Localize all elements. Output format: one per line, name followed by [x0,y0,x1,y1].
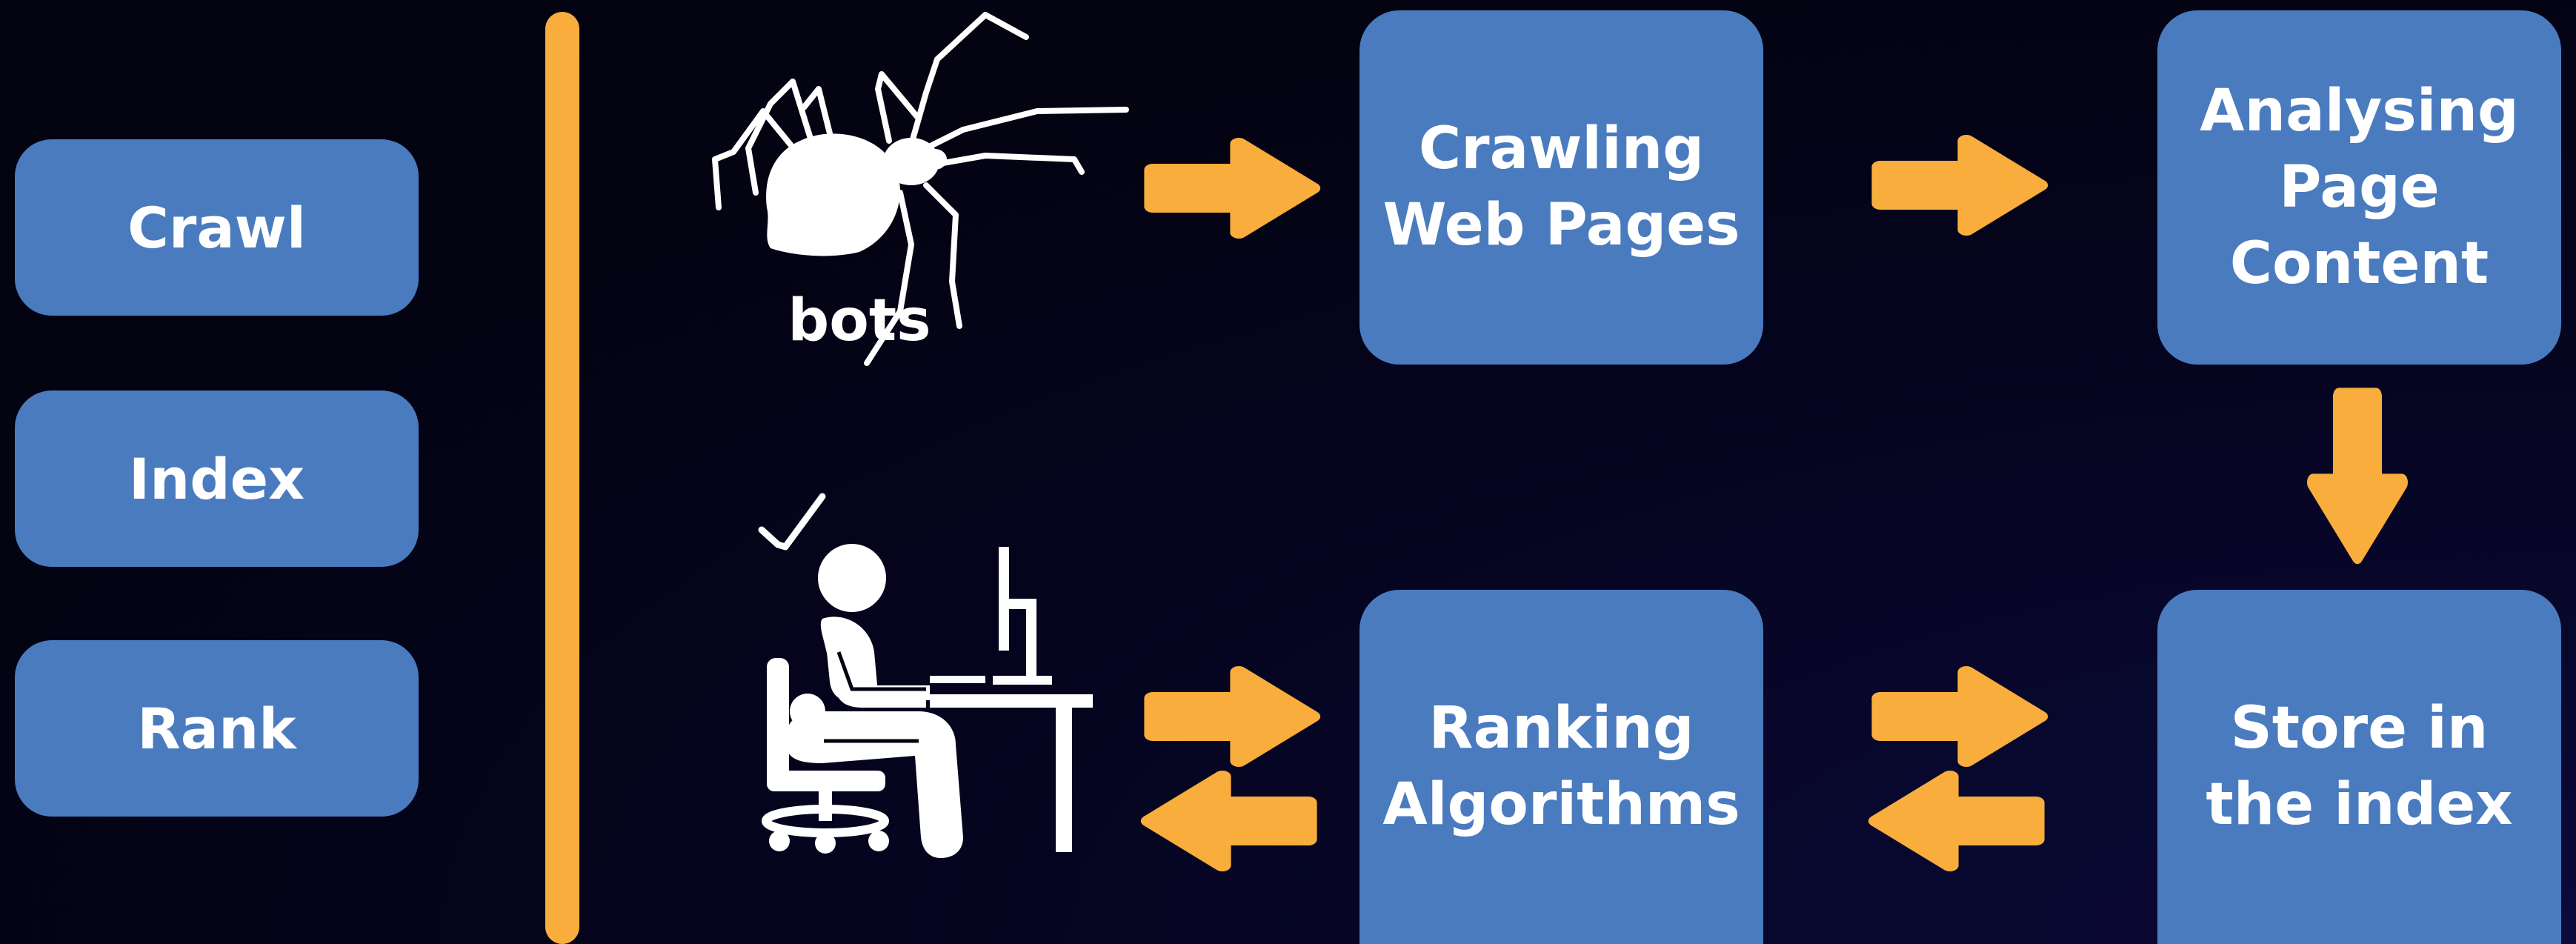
analysing-page-content-label: Analysing Page Content [2200,77,2519,297]
rank-step-label: Rank [137,695,296,762]
crawl-step-box: Crawl [15,139,419,316]
ranking-algorithms-label: Ranking Algorithms [1382,695,1740,838]
ranking-algorithms-box: Ranking Algorithms [1359,590,1763,944]
index-step-label: Index [128,445,305,512]
rank-step-box: Rank [15,640,419,817]
index-step-box: Index [15,390,419,567]
crawling-web-pages-box: Crawling Web Pages [1359,10,1763,365]
crawl-step-label: Crawl [127,194,306,261]
checkmark-icon [758,493,826,551]
analysing-page-content-box: Analysing Page Content [2157,10,2561,365]
store-in-index-label: Store in the index [2206,695,2513,838]
vertical-divider [545,12,579,944]
crawling-web-pages-label: Crawling Web Pages [1382,116,1740,259]
store-in-index-box: Store in the index [2157,590,2561,944]
bots-label: bots [788,287,931,354]
